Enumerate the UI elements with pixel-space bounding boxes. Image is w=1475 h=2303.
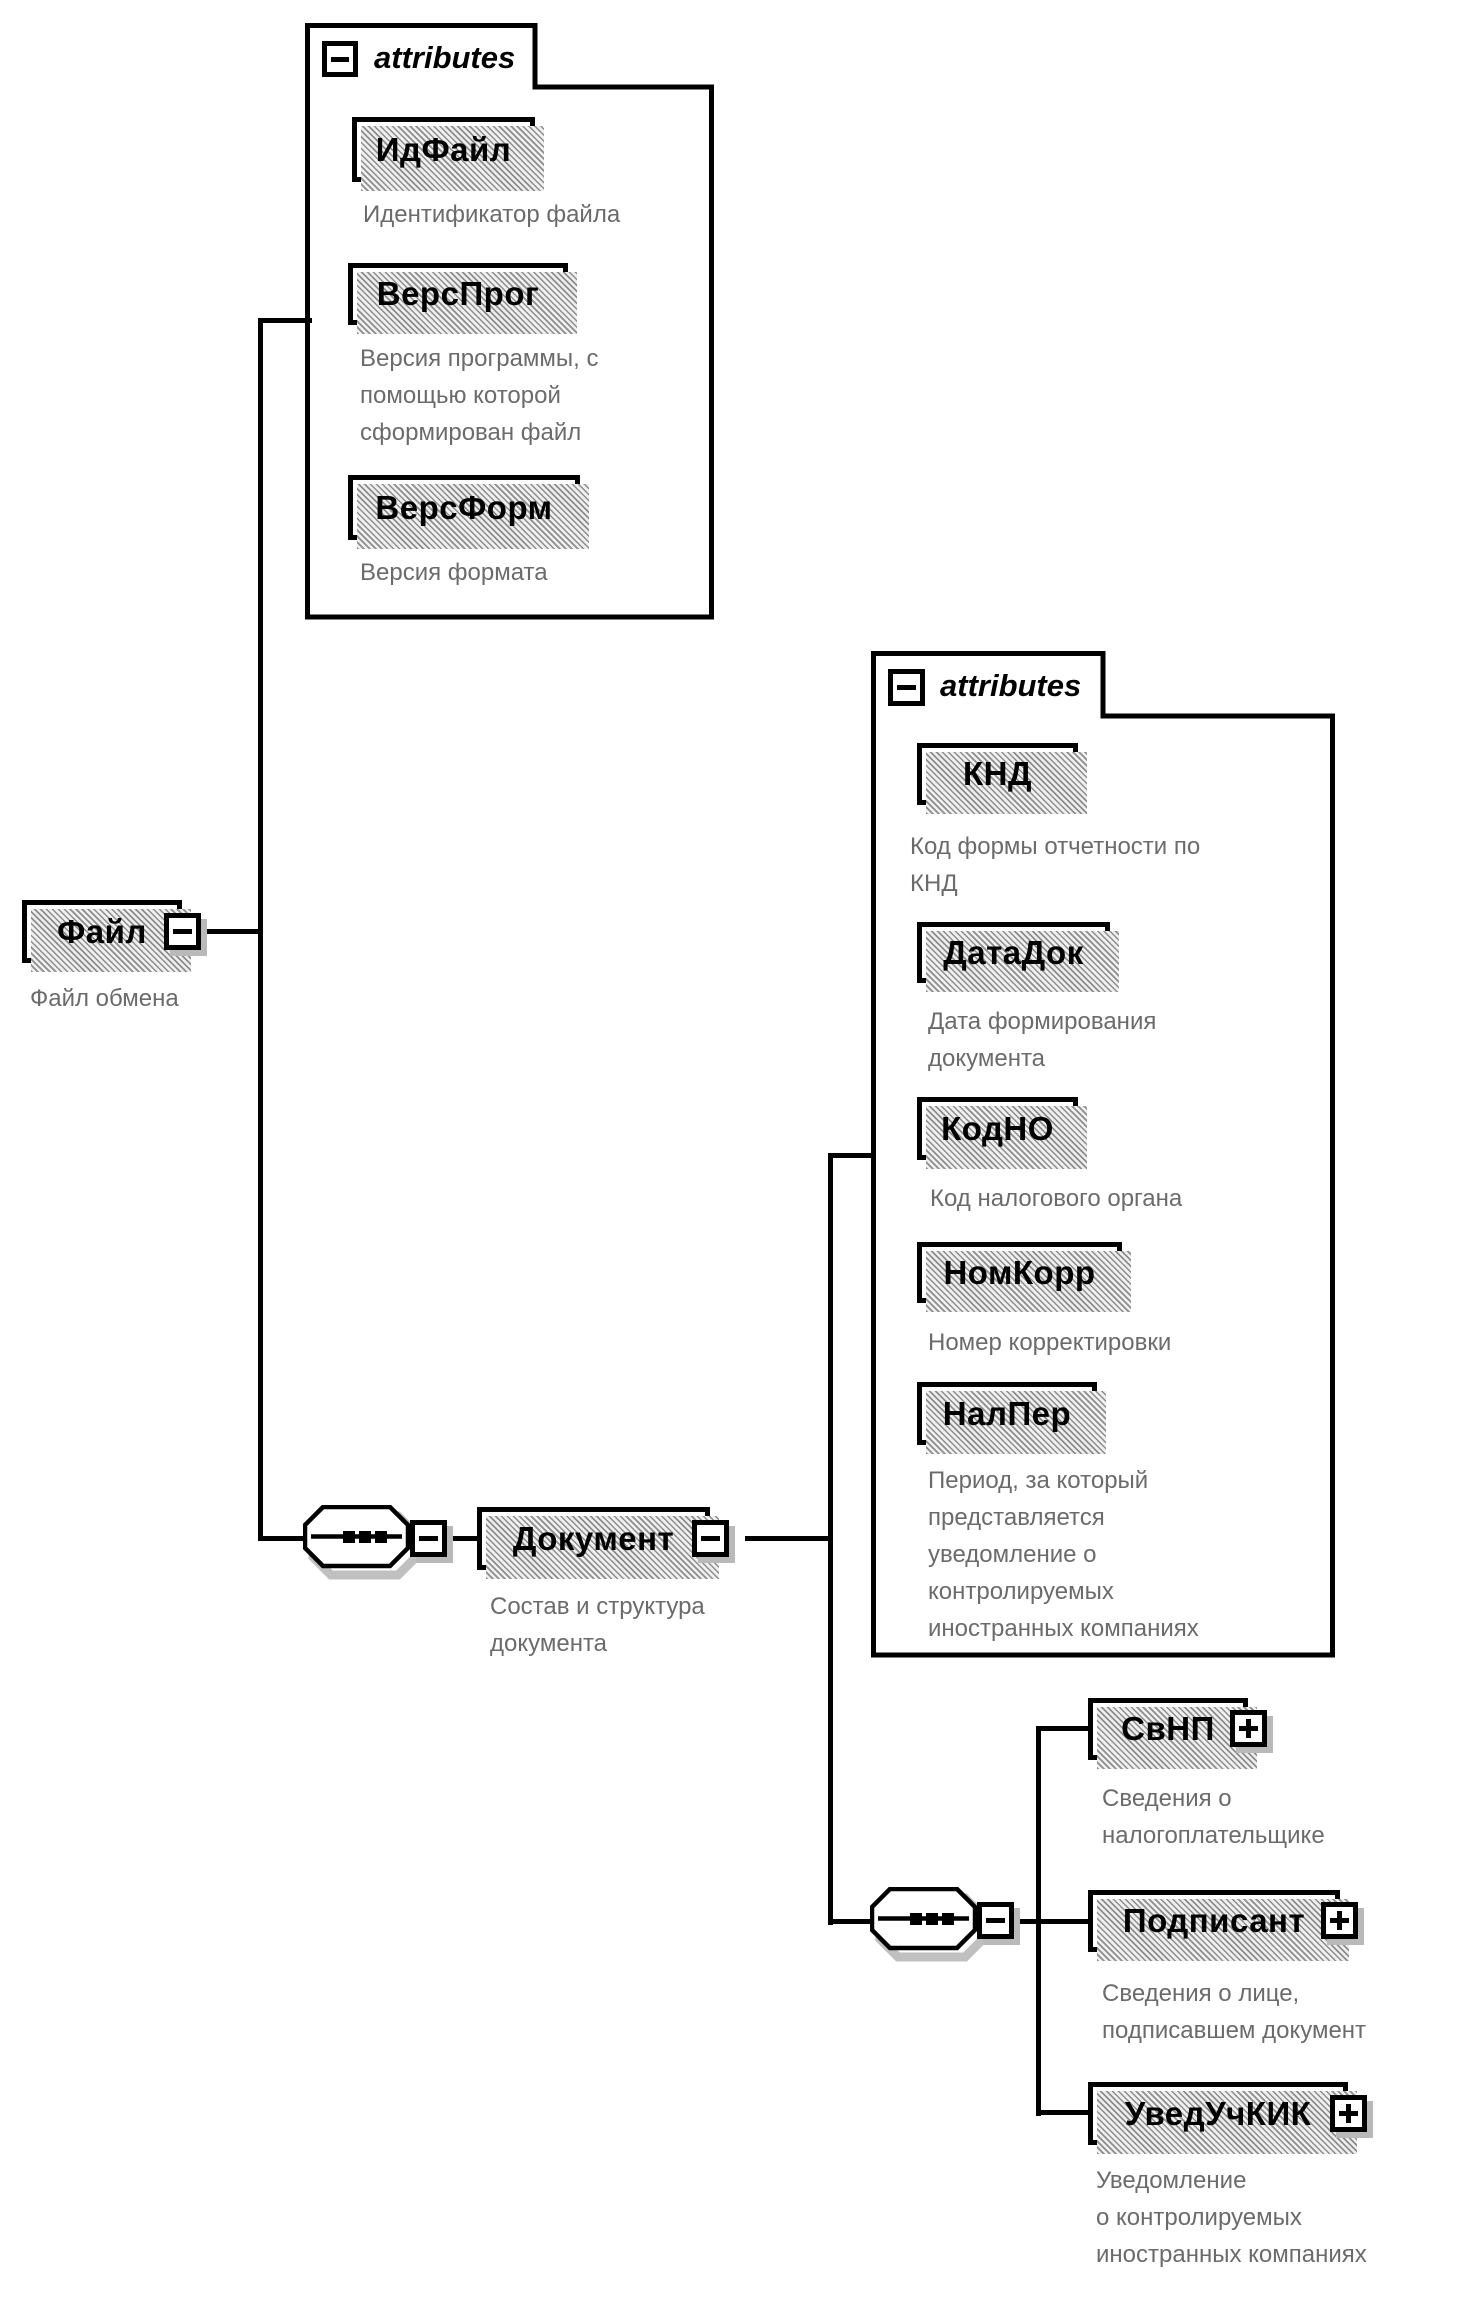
expand-icon[interactable] <box>1321 1902 1358 1939</box>
attribute-annotation: Версия программы, с помощью которой сфор… <box>360 345 599 446</box>
connector-line <box>199 929 263 934</box>
connector-line <box>1036 2110 1092 2115</box>
attribute-annotation: Номер корректировки <box>928 1329 1172 1356</box>
attribute-name: КНД <box>963 755 1032 792</box>
element-annotation: Сведения о лице, подписавшем документ <box>1102 1980 1367 2044</box>
element-node-document[interactable]: Документ <box>477 1507 719 1579</box>
expand-icon[interactable] <box>1230 1710 1267 1747</box>
attribute-name: НомКорр <box>943 1253 1096 1291</box>
sequence-icon[interactable] <box>303 1505 425 1583</box>
attribute-node[interactable]: ВерсФорм <box>348 475 589 549</box>
attribute-name: ИдФайл <box>375 130 512 168</box>
element-node-uveduchkik[interactable]: УведУчКИК <box>1088 2082 1357 2154</box>
attribute-annotation: Код формы отчетности по КНД <box>910 833 1201 897</box>
attributes-group-label: attributes <box>940 668 1082 703</box>
collapse-icon[interactable] <box>692 1520 729 1557</box>
element-name: УведУчКИК <box>1124 2094 1312 2132</box>
file-attributes-group-outline <box>305 23 714 620</box>
attribute-node[interactable]: ДатаДок <box>917 922 1119 992</box>
element-name: Файл <box>57 912 147 950</box>
attribute-node[interactable]: КНД <box>917 743 1087 814</box>
attribute-node[interactable]: НалПер <box>917 1382 1106 1454</box>
connector-line <box>828 1153 876 1158</box>
attribute-node[interactable]: НомКорр <box>917 1242 1131 1312</box>
document-attributes-group-outline <box>871 651 1335 1658</box>
element-node-file[interactable]: Файл <box>22 900 191 972</box>
connector-line <box>445 1536 481 1541</box>
element-annotation: Сведения о налогоплательщике <box>1102 1785 1325 1849</box>
attribute-name: НалПер <box>942 1394 1072 1432</box>
attribute-annotation: Период, за который представляется уведом… <box>928 1467 1199 1642</box>
attribute-name: ВерсПрог <box>376 275 540 312</box>
connector-line <box>828 1153 833 1925</box>
element-name: Документ <box>512 1519 675 1557</box>
attribute-node[interactable]: ВерсПрог <box>348 263 577 334</box>
connector-line <box>258 1536 308 1541</box>
element-node-podpisant[interactable]: Подписант <box>1088 1890 1349 1961</box>
element-annotation: Уведомление о контролируемых иностранных… <box>1096 2167 1367 2268</box>
attribute-node[interactable]: ИдФайл <box>352 117 544 191</box>
collapse-icon[interactable] <box>322 41 358 77</box>
connector-line <box>258 318 263 1541</box>
element-node-svnp[interactable]: СвНП <box>1088 1698 1257 1769</box>
connector-line <box>828 1919 875 1924</box>
attribute-annotation: Идентификатор файла <box>363 201 621 228</box>
collapse-icon[interactable] <box>977 1902 1014 1939</box>
attribute-annotation: Версия формата <box>360 559 548 586</box>
connector-line <box>1036 1726 1092 1731</box>
element-name: СвНП <box>1121 1710 1215 1747</box>
connector-line <box>1012 1919 1092 1924</box>
attribute-annotation: Код налогового органа <box>930 1185 1183 1212</box>
element-annotation: Состав и структура документа <box>490 1593 705 1657</box>
attribute-name: ДатаДок <box>943 933 1084 971</box>
connector-line <box>258 318 312 323</box>
connector-line <box>1036 1726 1041 2116</box>
collapse-icon[interactable] <box>410 1520 447 1557</box>
collapse-icon[interactable] <box>164 913 201 950</box>
collapse-icon[interactable] <box>888 669 925 706</box>
attribute-node[interactable]: КодНО <box>917 1097 1087 1169</box>
attribute-name: КодНО <box>941 1109 1054 1147</box>
sequence-icon[interactable] <box>870 1887 992 1965</box>
attributes-group-label: attributes <box>374 40 516 75</box>
connector-line <box>745 1536 833 1541</box>
attribute-annotation: Дата формирования документа <box>928 1008 1157 1072</box>
element-annotation: Файл обмена <box>30 985 179 1012</box>
attribute-name: ВерсФорм <box>375 488 553 526</box>
element-name: Подписант <box>1122 1902 1306 1939</box>
expand-icon[interactable] <box>1330 2095 1367 2132</box>
